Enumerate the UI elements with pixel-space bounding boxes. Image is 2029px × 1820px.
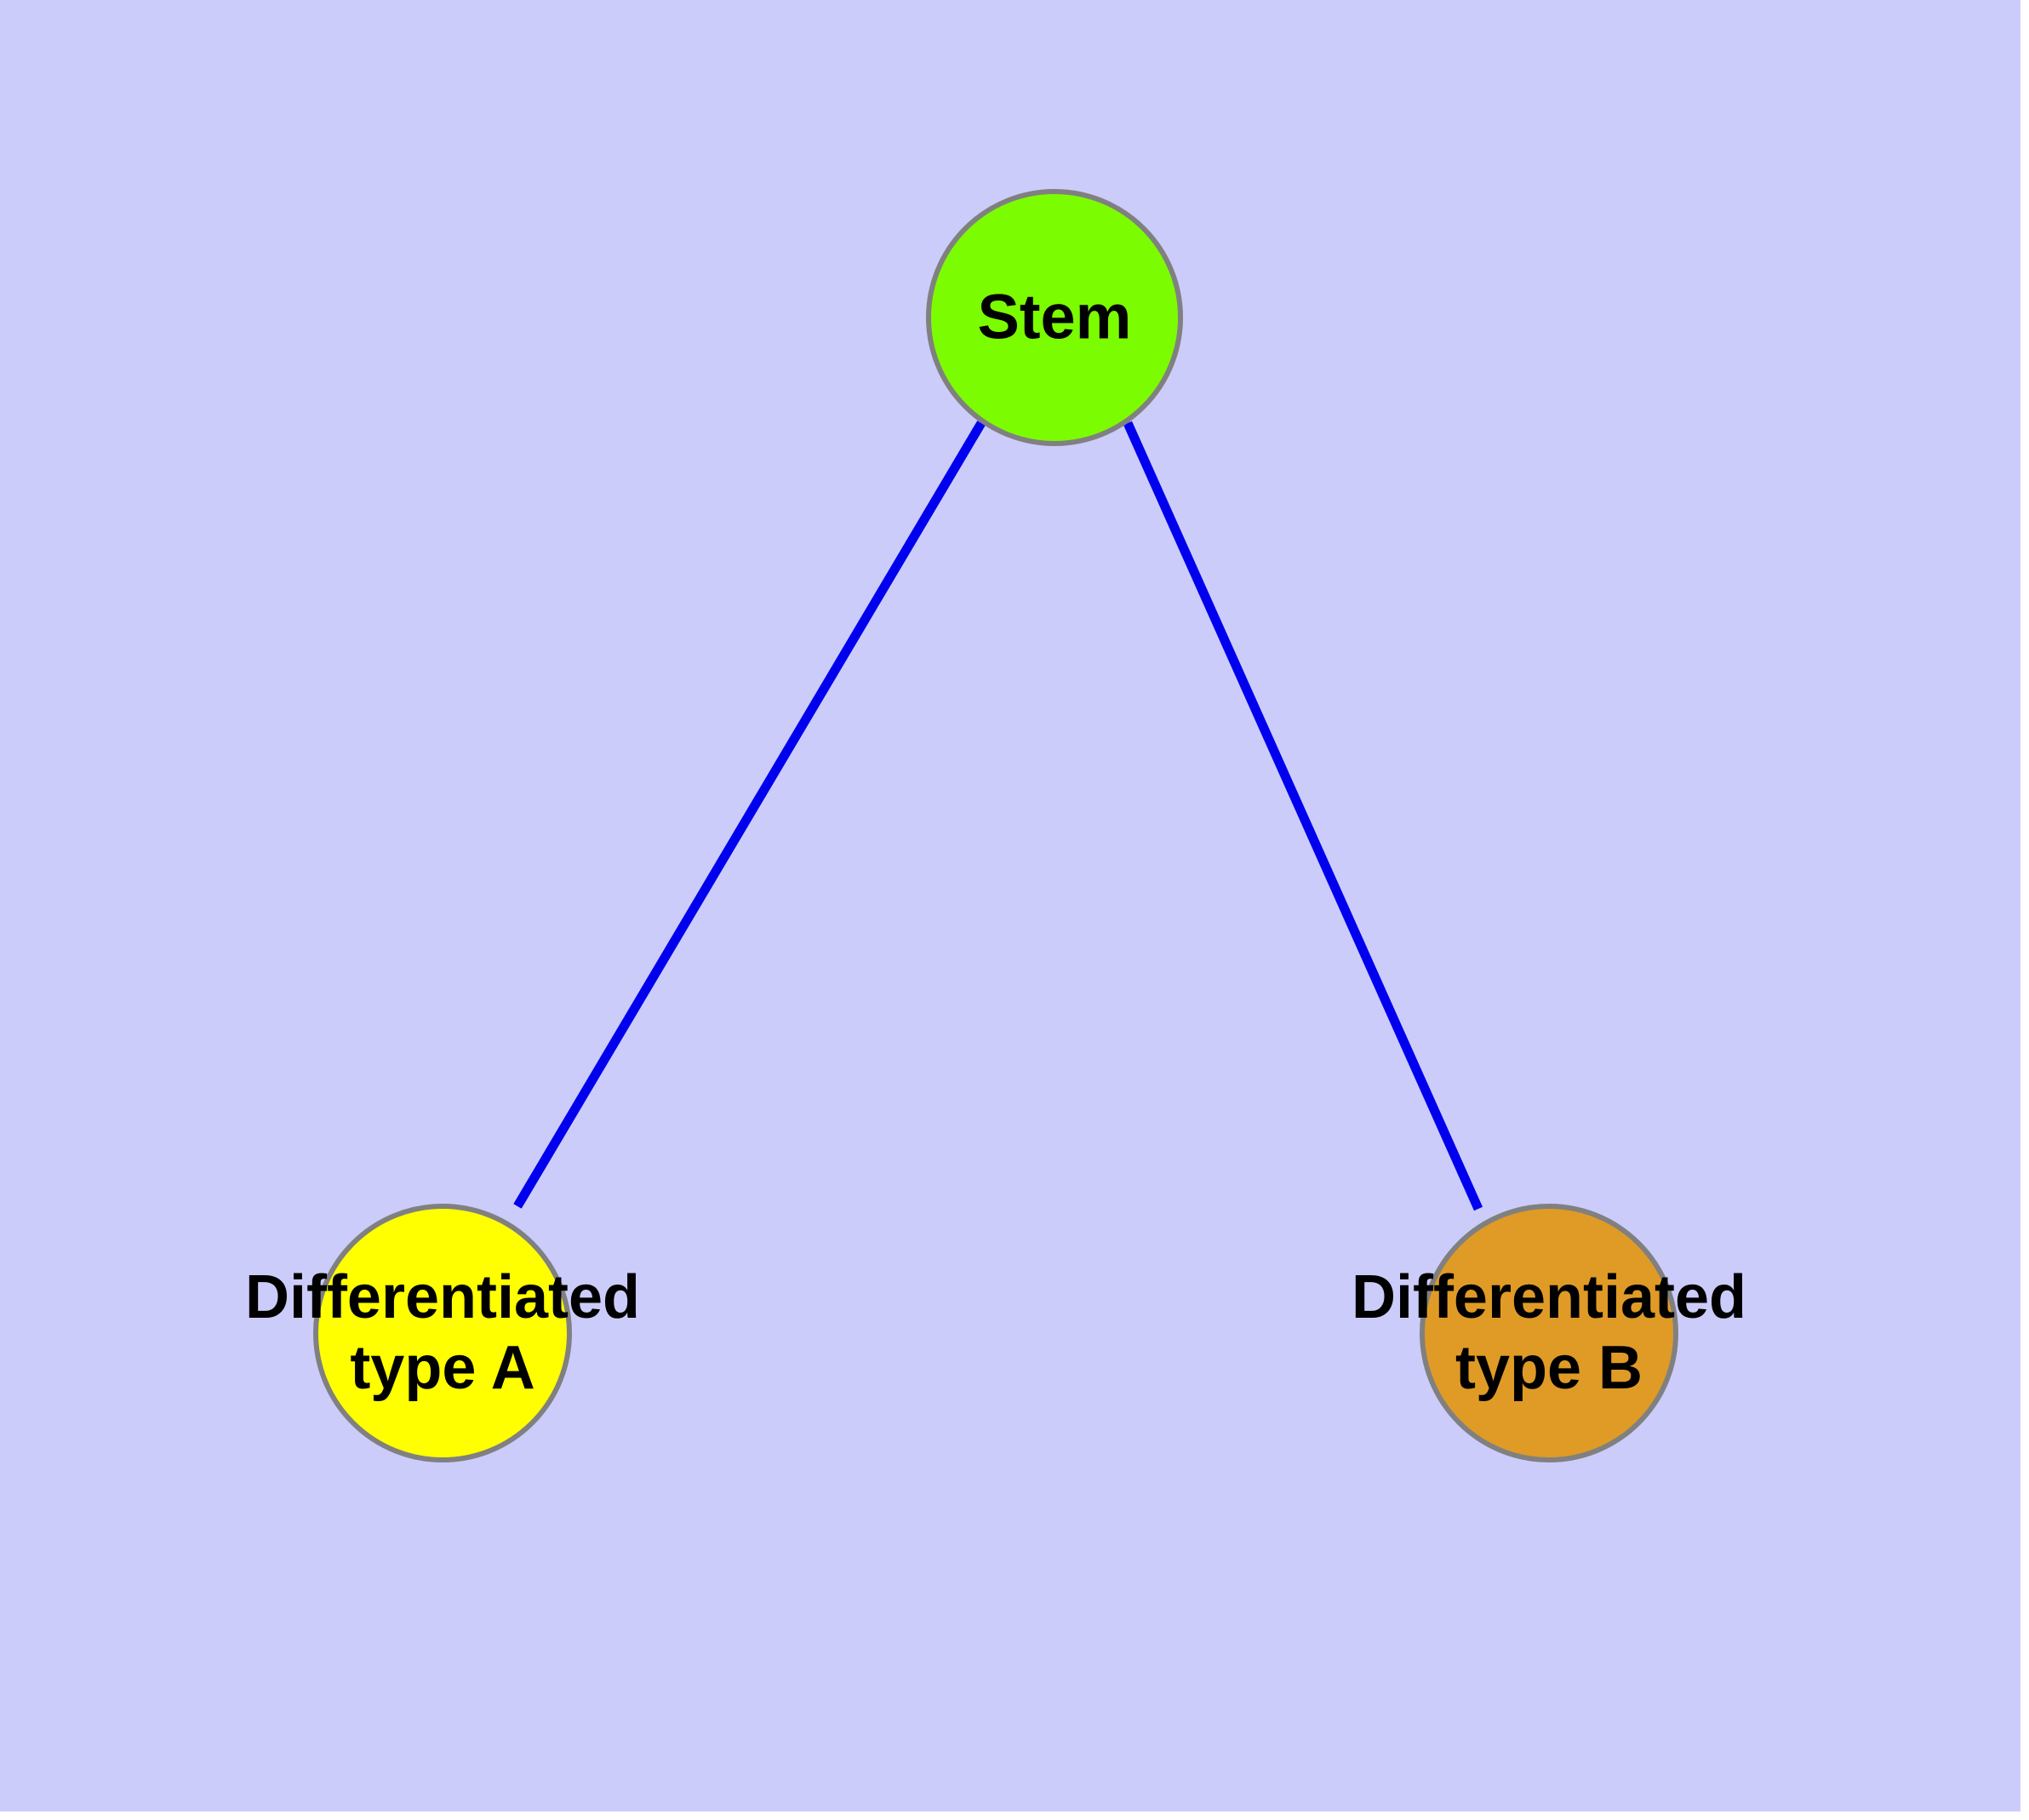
- edge-stem-to-differentiated-type-b: [1123, 421, 1483, 1211]
- edge-stem-to-differentiated-type-a: [513, 421, 986, 1209]
- node-stem[interactable]: Stem: [926, 189, 1183, 446]
- node-differentiated-type-a[interactable]: Differentiated type A: [245, 1204, 640, 1462]
- node-stem-label: Stem: [977, 281, 1132, 352]
- node-differentiated-type-b[interactable]: Differentiated type B: [1352, 1204, 1746, 1462]
